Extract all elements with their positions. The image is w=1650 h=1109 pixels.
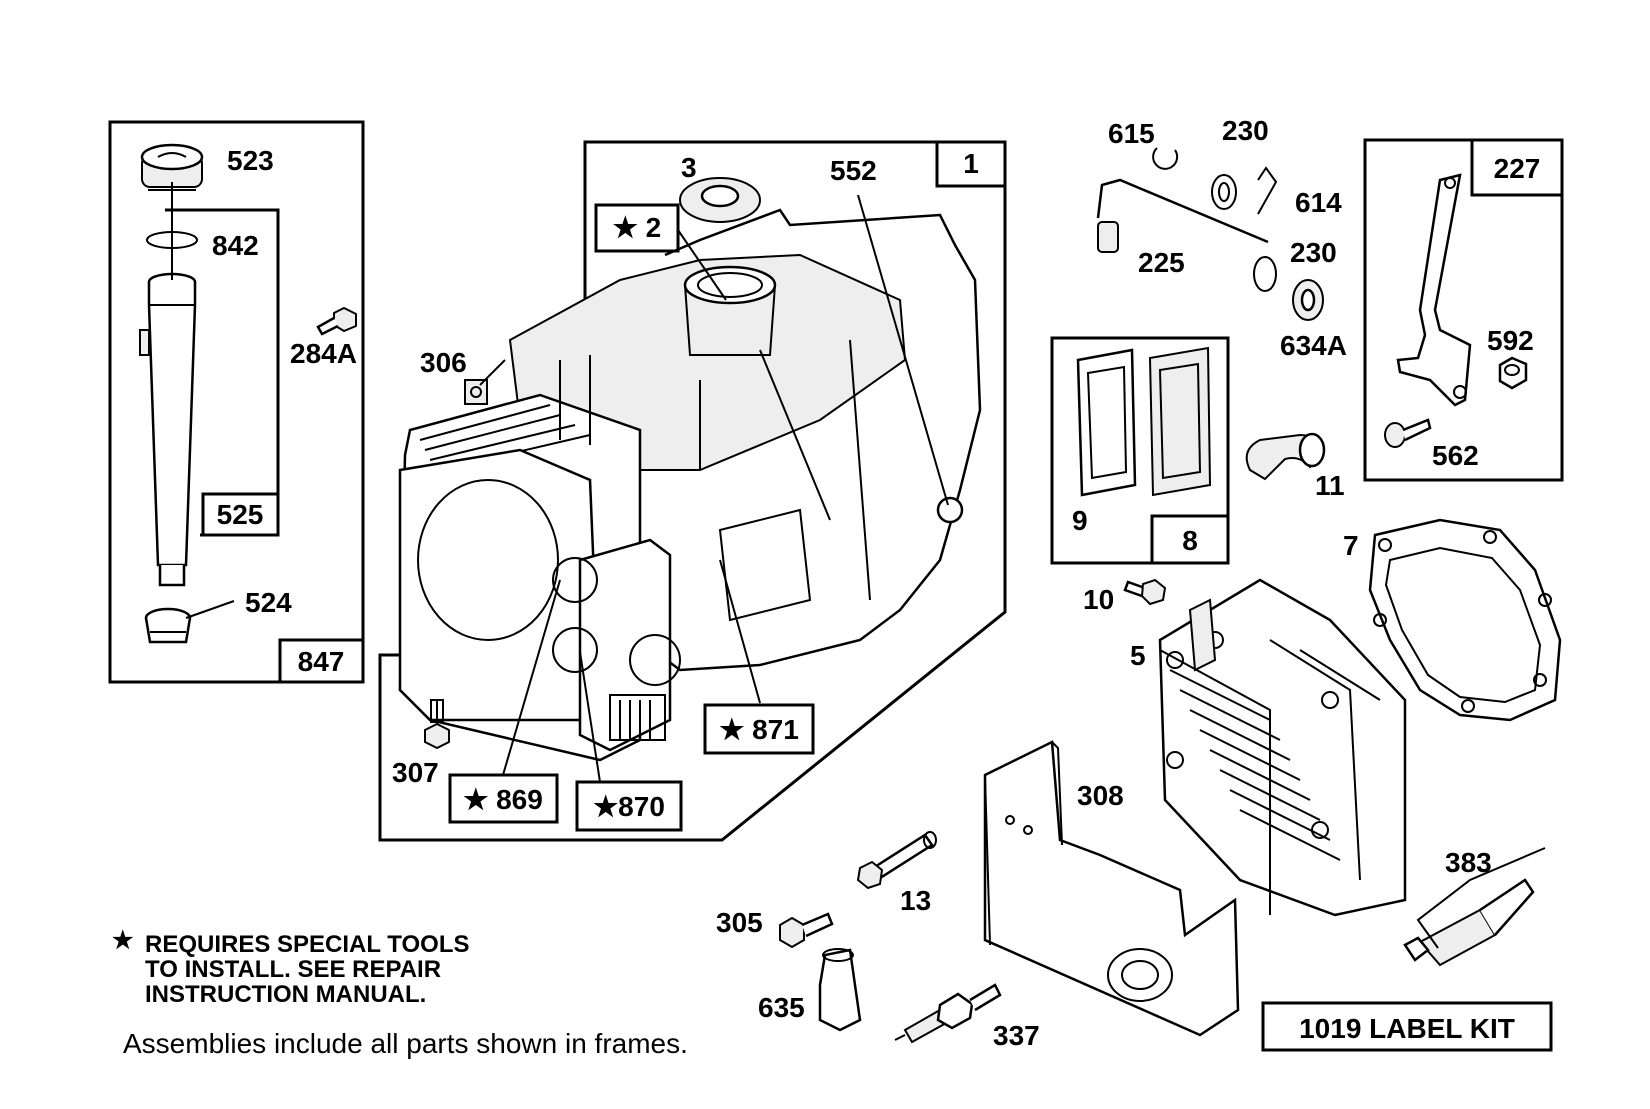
label-307: 307: [392, 757, 439, 788]
label-13: 13: [900, 885, 931, 916]
note-line-3: INSTRUCTION MANUAL.: [145, 981, 426, 1008]
leader-lines-frame-1: [479, 194, 949, 783]
gasket-9-part: [1076, 348, 1137, 497]
frame-525-label: 525: [217, 499, 264, 530]
note-star: ★: [112, 927, 134, 954]
frame-1-label: 1: [963, 148, 979, 179]
label-552: 552: [830, 155, 877, 186]
frame-847: 847: [108, 120, 365, 684]
bolt-284a-part: [316, 306, 357, 336]
tool-383-part: [1403, 847, 1546, 967]
label-635: 635: [758, 992, 805, 1023]
governor-linkage-parts: [1096, 147, 1324, 321]
label-562: 562: [1432, 440, 1479, 471]
frame-227: 227: [1363, 138, 1564, 482]
label-524: 524: [245, 587, 292, 618]
label-kit-box: 1019 LABEL KIT: [1261, 1001, 1553, 1052]
note-line-1: REQUIRES SPECIAL TOOLS: [145, 931, 470, 958]
frame-847-label: 847: [298, 646, 345, 677]
dipstick-tube-part: [139, 182, 197, 587]
bolt-307-part: [424, 699, 450, 750]
head-gasket-part: [1368, 518, 1562, 722]
callout-871: ★ 871: [703, 703, 815, 755]
label-305: 305: [716, 907, 763, 938]
label-kit-text: 1019 LABEL KIT: [1299, 1013, 1515, 1044]
frame-8: 8: [1050, 336, 1230, 565]
label-592: 592: [1487, 325, 1534, 356]
label-634a: 634A: [1280, 330, 1347, 361]
callout-869: ★ 869: [448, 773, 559, 824]
label-337: 337: [993, 1020, 1040, 1051]
spark-plug-boot-part: [818, 948, 862, 1032]
nut-592-part: [1498, 356, 1528, 390]
spark-plug-part: [894, 983, 1002, 1044]
callout-2: ★ 2: [594, 203, 680, 253]
label-284a: 284A: [290, 338, 357, 369]
label-9: 9: [1072, 505, 1088, 536]
frame-1: 1: [378, 140, 1007, 842]
governor-lever-part: [1396, 173, 1472, 407]
label-523: 523: [227, 145, 274, 176]
frame-8-label: 8: [1182, 525, 1198, 556]
leader-lines-outer: [185, 600, 235, 619]
callout-numbers: 523 842 284A 524 3 552 306 307 615 230 6…: [212, 115, 1534, 1051]
dipstick-cap-part: [140, 143, 204, 191]
bolt-13-part: [856, 831, 937, 890]
frame-227-label: 227: [1494, 153, 1541, 184]
svg-text:★ 871: ★ 871: [719, 714, 799, 745]
bolt-10-part: [1123, 578, 1167, 606]
svg-text:★870: ★870: [593, 791, 665, 822]
label-308: 308: [1077, 780, 1124, 811]
label-225: 225: [1138, 247, 1185, 278]
assemblies-note: Assemblies include all parts shown in fr…: [123, 1028, 688, 1059]
label-614: 614: [1295, 187, 1342, 218]
label-383: 383: [1445, 847, 1492, 878]
special-tools-note: ★ REQUIRES SPECIAL TOOLS TO INSTALL. SEE…: [112, 927, 470, 1008]
label-11: 11: [1315, 470, 1345, 501]
label-306: 306: [420, 347, 467, 378]
label-615: 615: [1108, 118, 1155, 149]
label-230-top: 230: [1222, 115, 1269, 146]
grommet-part: [144, 607, 192, 644]
crankcase-part: [398, 208, 982, 762]
note-line-2: TO INSTALL. SEE REPAIR: [145, 956, 441, 983]
label-230-lower: 230: [1290, 237, 1337, 268]
callout-870: ★870: [575, 780, 683, 832]
label-842: 842: [212, 230, 259, 261]
cylinder-head-part: [1158, 578, 1407, 917]
svg-text:★ 869: ★ 869: [463, 784, 543, 815]
label-5: 5: [1130, 640, 1146, 671]
label-7: 7: [1343, 530, 1359, 561]
label-10: 10: [1083, 584, 1114, 615]
label-3: 3: [681, 152, 697, 183]
cylinder-shroud-part: [983, 740, 1240, 1037]
bolt-305-part: [779, 912, 834, 949]
breather-tube-part: [1245, 432, 1326, 481]
svg-text:★ 2: ★ 2: [613, 212, 661, 243]
oil-seal-part: [679, 177, 761, 223]
frame-525: 525: [165, 208, 280, 537]
screw-562-part: [1384, 418, 1432, 448]
breather-part: [1148, 346, 1212, 497]
